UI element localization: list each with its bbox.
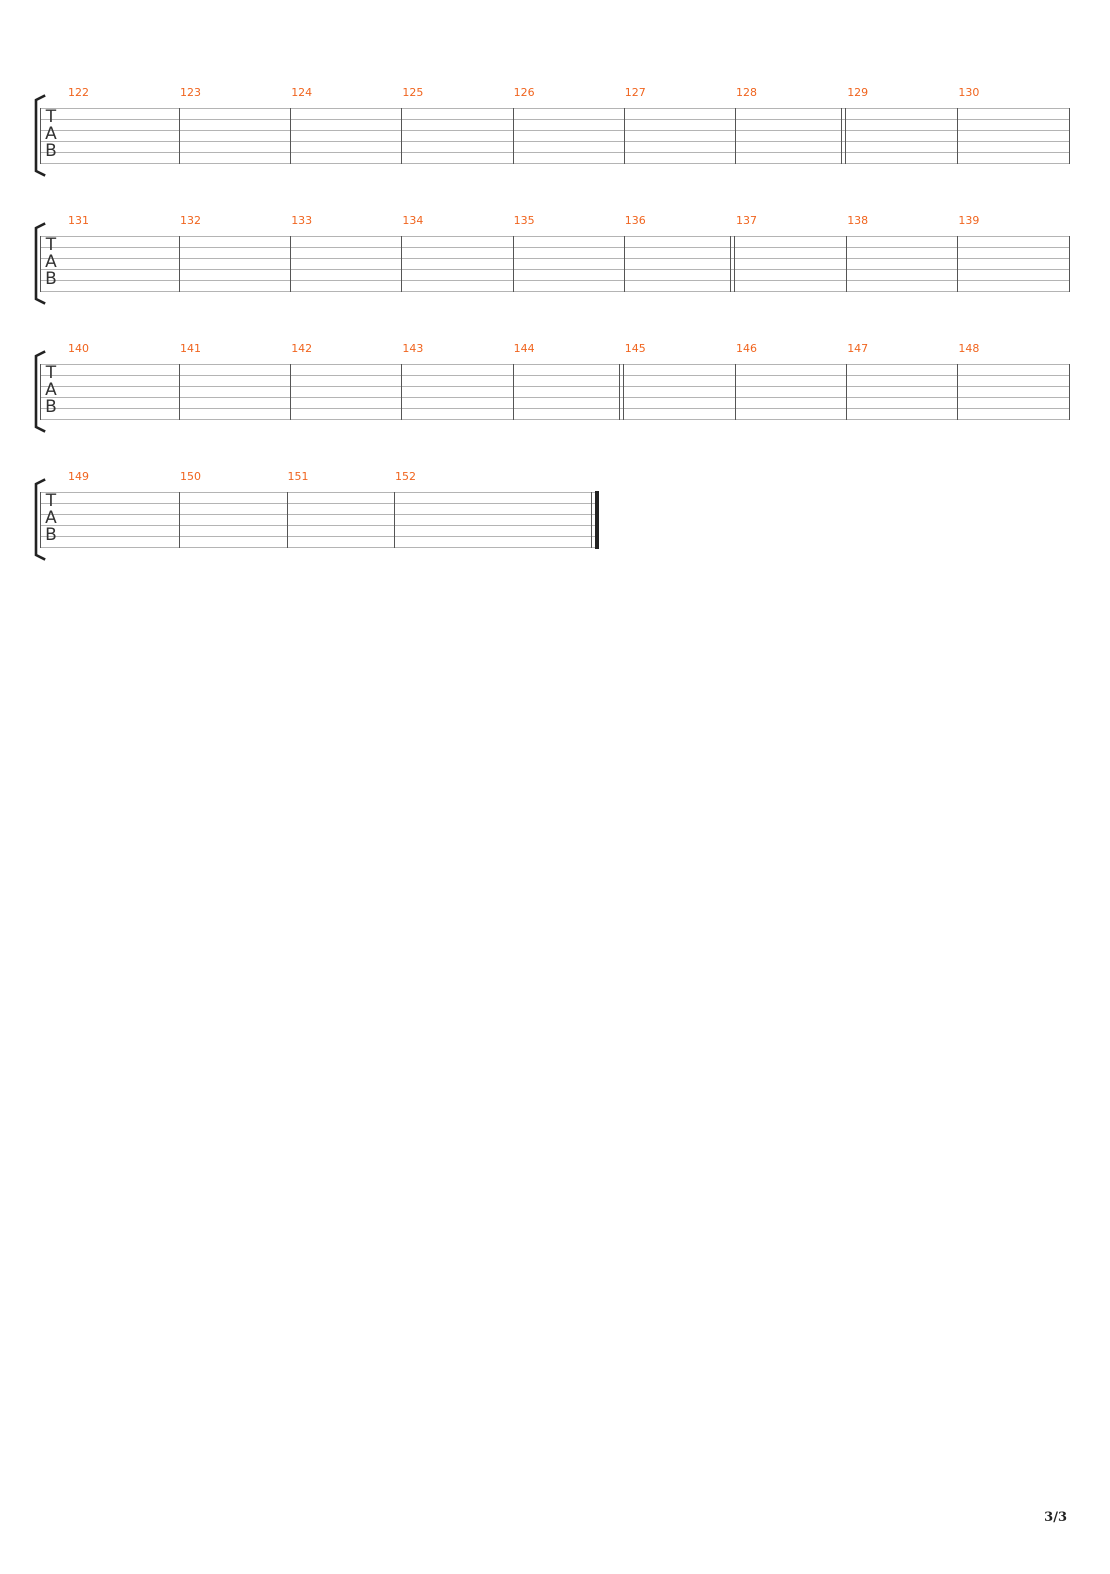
measure-number: 132 — [180, 214, 201, 227]
tab-clef-letter: B — [45, 397, 57, 417]
tab-clef-letter: A — [45, 252, 57, 272]
page-number: 3/3 — [1044, 1510, 1067, 1525]
system-bracket — [34, 222, 46, 305]
measure-number: 122 — [68, 86, 89, 99]
tab-clef-letter: T — [45, 363, 57, 383]
tab-clef-letter: T — [45, 107, 57, 127]
measure-number: 141 — [180, 342, 201, 355]
measure-number: 137 — [736, 214, 757, 227]
measure-number: 144 — [514, 342, 535, 355]
measure-number: 127 — [625, 86, 646, 99]
tab-system: TAB 149 150 151 152 — [34, 470, 599, 561]
system-bracket — [34, 478, 46, 561]
measure-number: 134 — [402, 214, 423, 227]
tab-system: TAB 140 141 142 143 144 145 146 147 148 — [34, 342, 1070, 433]
measure-number: 151 — [288, 470, 309, 483]
measure-number: 130 — [958, 86, 979, 99]
measure-number: 133 — [291, 214, 312, 227]
tab-clef-letter: A — [45, 124, 57, 144]
tab-clef-letter: A — [45, 380, 57, 400]
measure-number: 123 — [180, 86, 201, 99]
tab-system: TAB 122 123 124 125 126 127 128 129 130 — [34, 86, 1070, 177]
tab-clef-letter: T — [45, 491, 57, 511]
measure-number: 149 — [68, 470, 89, 483]
measure-number: 124 — [291, 86, 312, 99]
tab-clef-letter: A — [45, 508, 57, 528]
measure-number: 143 — [402, 342, 423, 355]
measure-number: 135 — [514, 214, 535, 227]
measure-number: 146 — [736, 342, 757, 355]
measure-number: 139 — [958, 214, 979, 227]
measure-number: 145 — [625, 342, 646, 355]
tab-clef-letter: T — [45, 235, 57, 255]
measure-number: 152 — [395, 470, 416, 483]
measure-number: 140 — [68, 342, 89, 355]
system-bracket — [34, 350, 46, 433]
measure-number: 150 — [180, 470, 201, 483]
tab-clef-letter: B — [45, 141, 57, 161]
tab-clef-letter: B — [45, 269, 57, 289]
measure-number: 126 — [514, 86, 535, 99]
measure-number: 138 — [847, 214, 868, 227]
measure-number: 142 — [291, 342, 312, 355]
measure-number: 129 — [847, 86, 868, 99]
measure-number: 131 — [68, 214, 89, 227]
measure-number: 148 — [958, 342, 979, 355]
measure-number: 128 — [736, 86, 757, 99]
measure-number: 136 — [625, 214, 646, 227]
final-barline-thick — [595, 491, 599, 549]
measure-number: 147 — [847, 342, 868, 355]
tab-clef-letter: B — [45, 525, 57, 545]
tab-system: TAB 131 132 133 134 135 136 137 138 139 — [34, 214, 1070, 305]
system-bracket — [34, 94, 46, 177]
measure-number: 125 — [402, 86, 423, 99]
